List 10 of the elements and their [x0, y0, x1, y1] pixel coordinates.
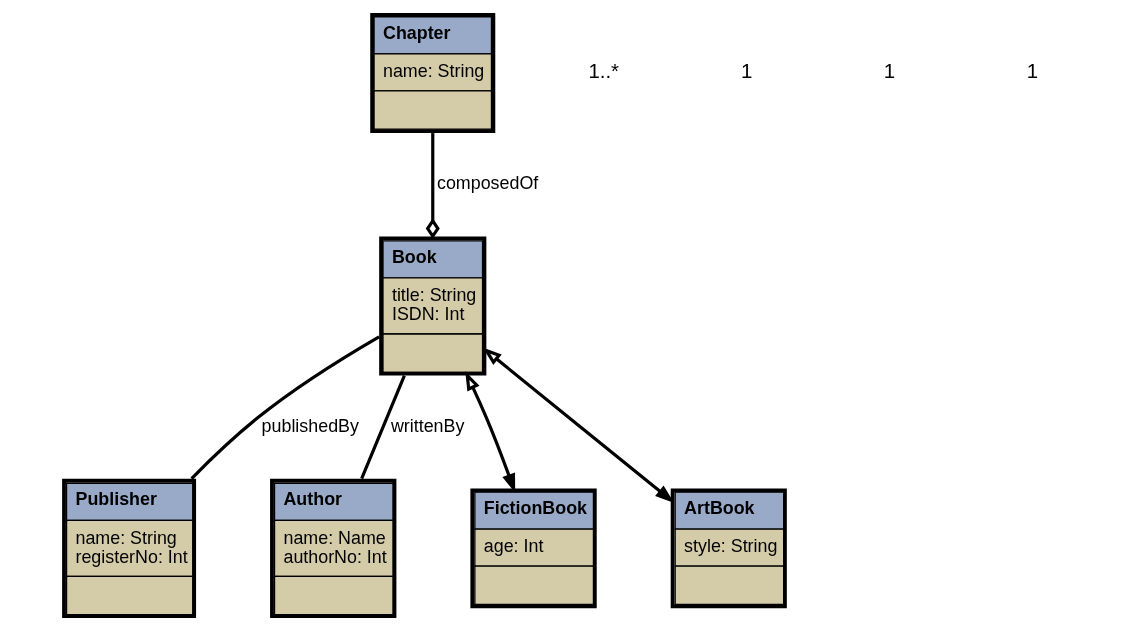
label: 1 — [1026, 59, 1038, 82]
edge-label: composedOf — [436, 173, 538, 194]
edge-label: publishedBy — [261, 415, 359, 436]
label: 1 — [740, 59, 752, 82]
label: 1 — [883, 59, 895, 82]
connector — [190, 335, 380, 480]
edge-label: writtenBy — [390, 415, 464, 436]
label: 1..* — [587, 59, 619, 82]
connector — [359, 375, 406, 480]
connector — [425, 133, 440, 240]
